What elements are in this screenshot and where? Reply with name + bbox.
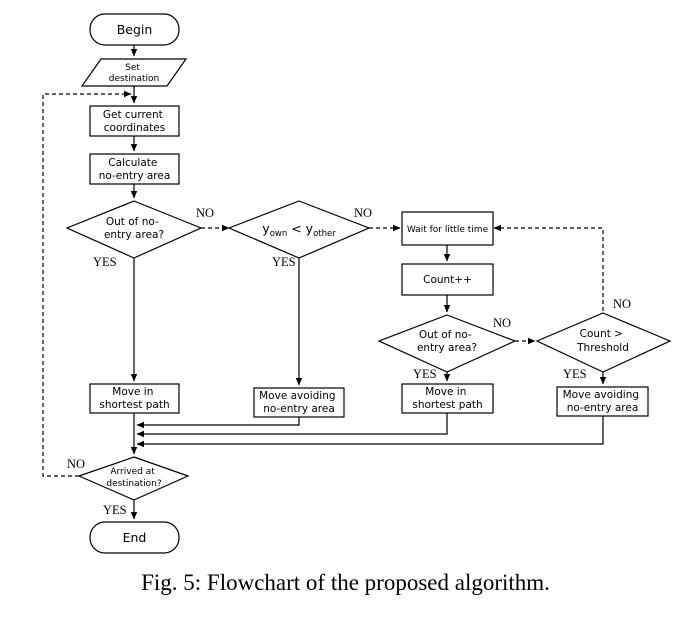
svg-text:Set destination: Set destination xyxy=(109,63,159,84)
avoid-2-line1: Move avoiding xyxy=(563,389,639,401)
wait-process: Wait for little time xyxy=(401,211,494,246)
svg-text:Move in shortest path: Move in shortest path xyxy=(412,386,482,411)
out-of-area-1-line1: Out of no- xyxy=(106,216,159,228)
set-destination-line2: destination xyxy=(109,74,159,84)
no-label-out-of-area-2: NO xyxy=(493,316,511,330)
compare-operator: < xyxy=(287,221,305,236)
yes-label-compare: YES xyxy=(272,255,296,269)
shortest-path-process-2: Move in shortest path xyxy=(401,383,494,414)
begin-label: Begin xyxy=(117,22,153,37)
compare-y-other: y xyxy=(306,221,314,236)
avoid-area-process-1: Move avoiding no-entry area xyxy=(253,387,345,418)
set-destination-io: Set destination xyxy=(80,58,188,87)
svg-text:Out of no- entry area?: Out of no- entry area? xyxy=(104,216,164,241)
end-label: End xyxy=(123,530,147,545)
avoid-2-line2: no-entry area xyxy=(567,402,639,414)
arrived-line2: destination? xyxy=(106,479,161,489)
no-label-threshold: NO xyxy=(613,297,631,311)
begin-terminal: Begin xyxy=(89,13,180,46)
svg-text:yown < yother: yown < yother xyxy=(262,221,336,239)
branch-labels: YES NO YES NO YES NO YES NO NO YES xyxy=(67,206,631,517)
arrived-line1: Arrived at xyxy=(110,467,155,477)
calculate-area-line2: no-entry area xyxy=(99,170,171,182)
svg-text:Get current coordinates: Get current coordinates xyxy=(103,109,166,134)
compare-sub-other: other xyxy=(313,229,336,239)
yes-label-threshold: YES xyxy=(563,367,587,381)
avoid-1-line2: no-entry area xyxy=(263,403,335,415)
avoid-area-process-2: Move avoiding no-entry area xyxy=(556,386,649,417)
no-label-arrived: NO xyxy=(67,457,85,471)
count-label: Count++ xyxy=(423,274,472,286)
calculate-area-process: Calculate no-entry area xyxy=(89,153,180,185)
out-of-area-2-line2: entry area? xyxy=(417,342,477,354)
end-terminal: End xyxy=(89,521,180,554)
count-process: Count++ xyxy=(401,263,494,296)
avoid-1-line1: Move avoiding xyxy=(259,390,335,402)
shortest-path-process-1: Move in shortest path xyxy=(89,383,180,414)
out-of-area-decision-1: Out of no- entry area? xyxy=(65,200,203,259)
svg-text:Calculate no-entry area: Calculate no-entry area xyxy=(99,157,171,182)
svg-text:Count > Threshold: Count > Threshold xyxy=(576,328,629,354)
svg-text:Out of no- entry area?: Out of no- entry area? xyxy=(417,329,477,354)
out-of-area-2-line1: Out of no- xyxy=(419,329,472,341)
calculate-area-line1: Calculate xyxy=(108,157,157,169)
svg-text:Move in shortest path: Move in shortest path xyxy=(99,386,169,411)
threshold-decision: Count > Threshold xyxy=(535,312,672,373)
compare-y-own: y xyxy=(262,221,270,236)
compare-decision: yown < yother xyxy=(227,200,371,259)
svg-text:Move avoiding no-entry a: Move avoiding no-entry area xyxy=(563,389,643,414)
yes-label-out-of-area-1: YES xyxy=(93,255,117,269)
no-label-compare: NO xyxy=(354,206,372,220)
svg-text:Move avoiding no-entry a: Move avoiding no-entry area xyxy=(259,390,339,415)
figure-caption: Fig. 5: Flowchart of the proposed algori… xyxy=(141,570,550,595)
set-destination-line1: Set xyxy=(125,63,140,73)
connectors xyxy=(42,45,607,520)
compare-sub-own: own xyxy=(270,229,288,239)
out-of-area-decision-2: Out of no- entry area? xyxy=(377,314,517,373)
flowchart: Begin Set destination Get current coordi… xyxy=(42,13,672,554)
shortest-2-line1: Move in xyxy=(425,386,466,398)
no-label-out-of-area-1: NO xyxy=(196,206,214,220)
shortest-1-line2: shortest path xyxy=(99,399,169,411)
arrived-decision: Arrived at destination? xyxy=(77,456,190,501)
svg-text:Arrived at destination?: Arrived at destination? xyxy=(106,467,161,489)
out-of-area-1-line2: entry area? xyxy=(104,229,164,241)
threshold-line1: Count > xyxy=(580,328,623,340)
threshold-line2: Threshold xyxy=(576,342,629,354)
yes-label-out-of-area-2: YES xyxy=(413,367,437,381)
get-coordinates-line2: coordinates xyxy=(104,122,165,134)
get-coordinates-line1: Get current xyxy=(103,109,163,121)
wait-label: Wait for little time xyxy=(407,225,489,235)
get-coordinates-process: Get current coordinates xyxy=(89,105,180,137)
yes-label-arrived: YES xyxy=(103,503,127,517)
shortest-1-line1: Move in xyxy=(112,386,153,398)
shortest-2-line2: shortest path xyxy=(412,399,482,411)
